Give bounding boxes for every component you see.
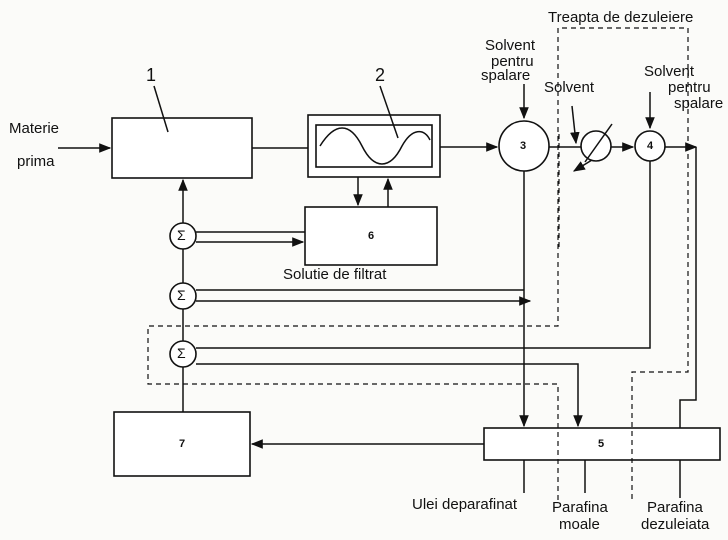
exchanger-a-sigma-icon: Σ	[177, 227, 186, 243]
deoiled-wax-label-1: Parafina	[647, 499, 703, 516]
raw-material-label-2: prima	[17, 153, 55, 170]
deoiling-stage-label: Treapta de dezuleiere	[548, 9, 694, 26]
unit-6-number: 6	[368, 230, 375, 242]
unit-3-number: 3	[520, 140, 527, 152]
leader-2	[379, 85, 399, 139]
line-4-down	[196, 161, 651, 349]
deoiling-stage-boundary	[147, 27, 689, 500]
deoiled-wax-label-2: dezuleiata	[641, 516, 710, 533]
unit-2-number: 2	[375, 65, 386, 85]
unit-7-box	[113, 411, 251, 477]
unit-5-box	[483, 427, 721, 461]
wash-solvent-3-label-2: pentru	[491, 53, 534, 70]
solvent-arrow	[570, 105, 580, 145]
soft-wax-label-1: Parafina	[552, 499, 608, 516]
wash-solvent-3-label-1: Solvent	[485, 37, 536, 54]
unit-6-box	[304, 206, 438, 266]
exchanger-c-sigma-icon: Σ	[177, 345, 186, 361]
wash-solvent-4-label-2: pentru	[668, 79, 711, 96]
filtrate-solution-label: Solutie de filtrat	[283, 266, 387, 283]
line-4-to-5-right	[679, 147, 697, 428]
unit-4-number: 4	[647, 140, 654, 152]
unit-2-inner-box	[315, 124, 433, 168]
unit-7-number: 7	[179, 438, 186, 450]
leader-1	[153, 85, 169, 133]
wash-solvent-3-label-3: spalare	[481, 67, 531, 84]
unit-1-number: 1	[146, 65, 157, 85]
cooler-out-arrow	[572, 159, 593, 172]
wash-solvent-4-label-1: Solvent	[644, 63, 695, 80]
unit-2-screw-wave	[319, 127, 431, 165]
line-exch-c-to-5	[196, 363, 583, 428]
raw-material-label-1: Materie	[9, 120, 60, 137]
soft-wax-label-2: moale	[559, 516, 600, 533]
solvent-cooler-diagonal	[584, 123, 613, 163]
exchanger-b-sigma-icon: Σ	[177, 287, 186, 303]
unit-5-number: 5	[598, 438, 605, 450]
dewaxed-oil-label: Ulei deparafinat	[412, 496, 518, 513]
unit-1-box	[111, 117, 253, 179]
solvent-label: Solvent	[544, 79, 595, 96]
wash-solvent-4-label-3: spalare	[674, 95, 724, 112]
